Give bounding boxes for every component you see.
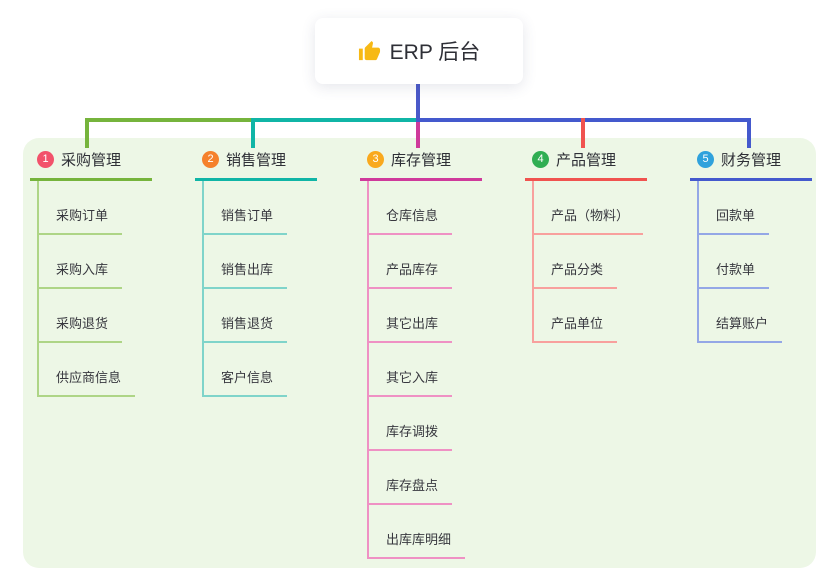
node-product-category[interactable]: 产品分类 [534,235,647,289]
node-settlement-account[interactable]: 结算账户 [699,289,812,343]
node-purchase-order[interactable]: 采购订单 [39,181,152,235]
branch-product: 4 产品管理 产品（物料） 产品分类 产品单位 [525,146,647,343]
branches-panel [23,138,816,568]
thumbs-up-icon [358,40,381,63]
node-product-unit[interactable]: 产品单位 [534,289,647,343]
connector-root-vertical [416,84,420,120]
node-payment-order[interactable]: 付款单 [699,235,812,289]
node-customer-info[interactable]: 客户信息 [204,343,317,397]
node-purchase-return[interactable]: 采购退货 [39,289,152,343]
branch-sales: 2 销售管理 销售订单 销售出库 销售退货 客户信息 [195,146,317,397]
node-other-inbound[interactable]: 其它入库 [369,343,482,397]
node-warehouse-info[interactable]: 仓库信息 [369,181,482,235]
root-node-label: ERP 后台 [389,41,481,64]
node-sales-return[interactable]: 销售退货 [204,289,317,343]
branch-purchase: 1 采购管理 采购订单 采购入库 采购退货 供应商信息 [30,146,152,397]
branch-finance-label: 财务管理 [721,152,782,169]
branch-purchase-header[interactable]: 1 采购管理 [30,146,152,181]
node-purchase-inbound[interactable]: 采购入库 [39,235,152,289]
node-stock-detail[interactable]: 出库库明细 [369,505,482,559]
branch-product-header[interactable]: 4 产品管理 [525,146,647,181]
branch-purchase-label: 采购管理 [61,152,122,169]
branch-product-label: 产品管理 [556,152,617,169]
node-stock-taking[interactable]: 库存盘点 [369,451,482,505]
badge-4: 4 [532,151,549,168]
branch-product-children: 产品（物料） 产品分类 产品单位 [532,181,647,343]
node-product-stock[interactable]: 产品库存 [369,235,482,289]
badge-5: 5 [697,151,714,168]
badge-2: 2 [202,151,219,168]
branch-inventory: 3 库存管理 仓库信息 产品库存 其它出库 其它入库 库存调拨 库存盘点 出库库… [360,146,482,559]
node-supplier-info[interactable]: 供应商信息 [39,343,152,397]
node-stock-transfer[interactable]: 库存调拨 [369,397,482,451]
branch-sales-header[interactable]: 2 销售管理 [195,146,317,181]
branch-finance-children: 回款单 付款单 结算账户 [697,181,812,343]
connector-stub-branch-1 [85,118,89,148]
connector-stub-branch-3 [416,122,420,148]
badge-1: 1 [37,151,54,168]
branch-sales-label: 销售管理 [226,152,287,169]
node-sales-outbound[interactable]: 销售出库 [204,235,317,289]
branch-finance: 5 财务管理 回款单 付款单 结算账户 [690,146,812,343]
connector-stub-branch-4 [581,118,585,148]
root-node[interactable]: ERP 后台 [315,18,523,84]
branch-inventory-children: 仓库信息 产品库存 其它出库 其它入库 库存调拨 库存盘点 出库库明细 [367,181,482,559]
node-other-outbound[interactable]: 其它出库 [369,289,482,343]
branch-inventory-header[interactable]: 3 库存管理 [360,146,482,181]
node-product-material[interactable]: 产品（物料） [534,181,647,235]
branch-purchase-children: 采购订单 采购入库 采购退货 供应商信息 [37,181,152,397]
branch-inventory-label: 库存管理 [391,152,452,169]
connector-stub-branch-2 [251,118,255,148]
connector-stub-branch-5 [747,118,751,148]
branch-finance-header[interactable]: 5 财务管理 [690,146,812,181]
node-receipt-order[interactable]: 回款单 [699,181,812,235]
branch-sales-children: 销售订单 销售出库 销售退货 客户信息 [202,181,317,397]
node-sales-order[interactable]: 销售订单 [204,181,317,235]
badge-3: 3 [367,151,384,168]
connector-bus-branch-2 [251,118,418,122]
connector-bus-branch-1 [85,118,253,122]
